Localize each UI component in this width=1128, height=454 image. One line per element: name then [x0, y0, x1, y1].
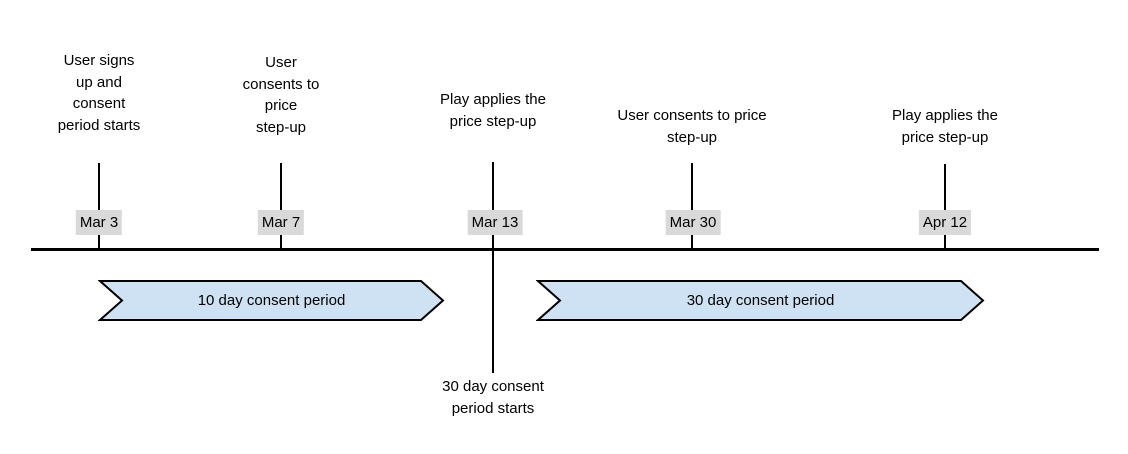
- event-label-mar7: User consents to price step-up: [242, 54, 320, 136]
- banner-10-day-label: 10 day consent period: [197, 291, 346, 309]
- event-tick-apr12: [944, 164, 946, 249]
- banner-30-day-consent-period: [536, 280, 985, 321]
- date-chip-mar30: Mar 30: [665, 210, 721, 235]
- banner-30-day-label: 30 day consent period: [686, 291, 835, 309]
- date-chip-apr12: Apr 12: [918, 210, 972, 235]
- timeline-axis: [31, 248, 1099, 251]
- annotation-30-day-period-starts: 30 day consent period starts: [442, 378, 544, 417]
- event-tick-mar13: [492, 162, 494, 373]
- event-label-mar3: User signs up and consent period starts: [57, 52, 141, 134]
- event-tick-mar3: [98, 163, 100, 249]
- date-chip-mar13: Mar 13: [467, 210, 523, 235]
- date-chip-mar7: Mar 7: [257, 210, 305, 235]
- event-label-apr12: Play applies the price step-up: [892, 107, 998, 146]
- banner-10-day-consent-period: [98, 280, 445, 321]
- event-label-mar13: Play applies the price step-up: [440, 91, 546, 130]
- banner-10-day-shape: [98, 280, 445, 321]
- banner-30-day-shape: [536, 280, 985, 321]
- date-chip-mar3: Mar 3: [75, 210, 123, 235]
- event-label-mar30: User consents to price step-up: [617, 107, 767, 146]
- event-tick-mar7: [280, 163, 282, 249]
- event-tick-mar30: [691, 163, 693, 249]
